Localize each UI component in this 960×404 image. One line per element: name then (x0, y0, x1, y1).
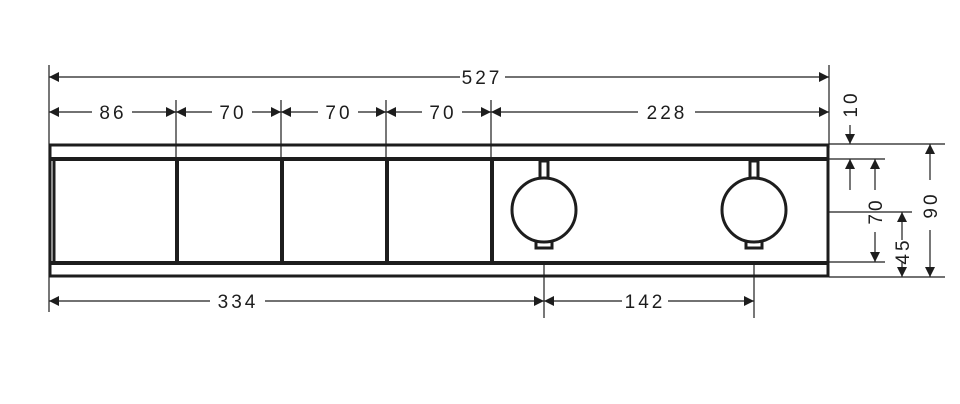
dim-handle-center: 45 (893, 237, 914, 264)
dim-top-rail: 10 (841, 90, 862, 117)
dim-handle-spacing: 142 (625, 292, 666, 313)
extension-lines (48, 65, 945, 318)
handle-right (720, 159, 788, 250)
dim-panel-height: 70 (866, 197, 887, 224)
dim-button-1: 86 (99, 103, 126, 124)
handle-left (510, 159, 578, 250)
dim-button-4: 70 (429, 103, 456, 124)
dim-button-3: 70 (325, 103, 352, 124)
dim-left-to-handle: 334 (218, 292, 259, 313)
dimension-lines (49, 72, 935, 306)
dim-control-section: 228 (647, 103, 688, 124)
dim-button-2: 70 (219, 103, 246, 124)
dim-overall-height: 90 (921, 191, 942, 218)
panel-outline (48, 143, 830, 278)
dim-overall-width: 527 (462, 68, 503, 89)
